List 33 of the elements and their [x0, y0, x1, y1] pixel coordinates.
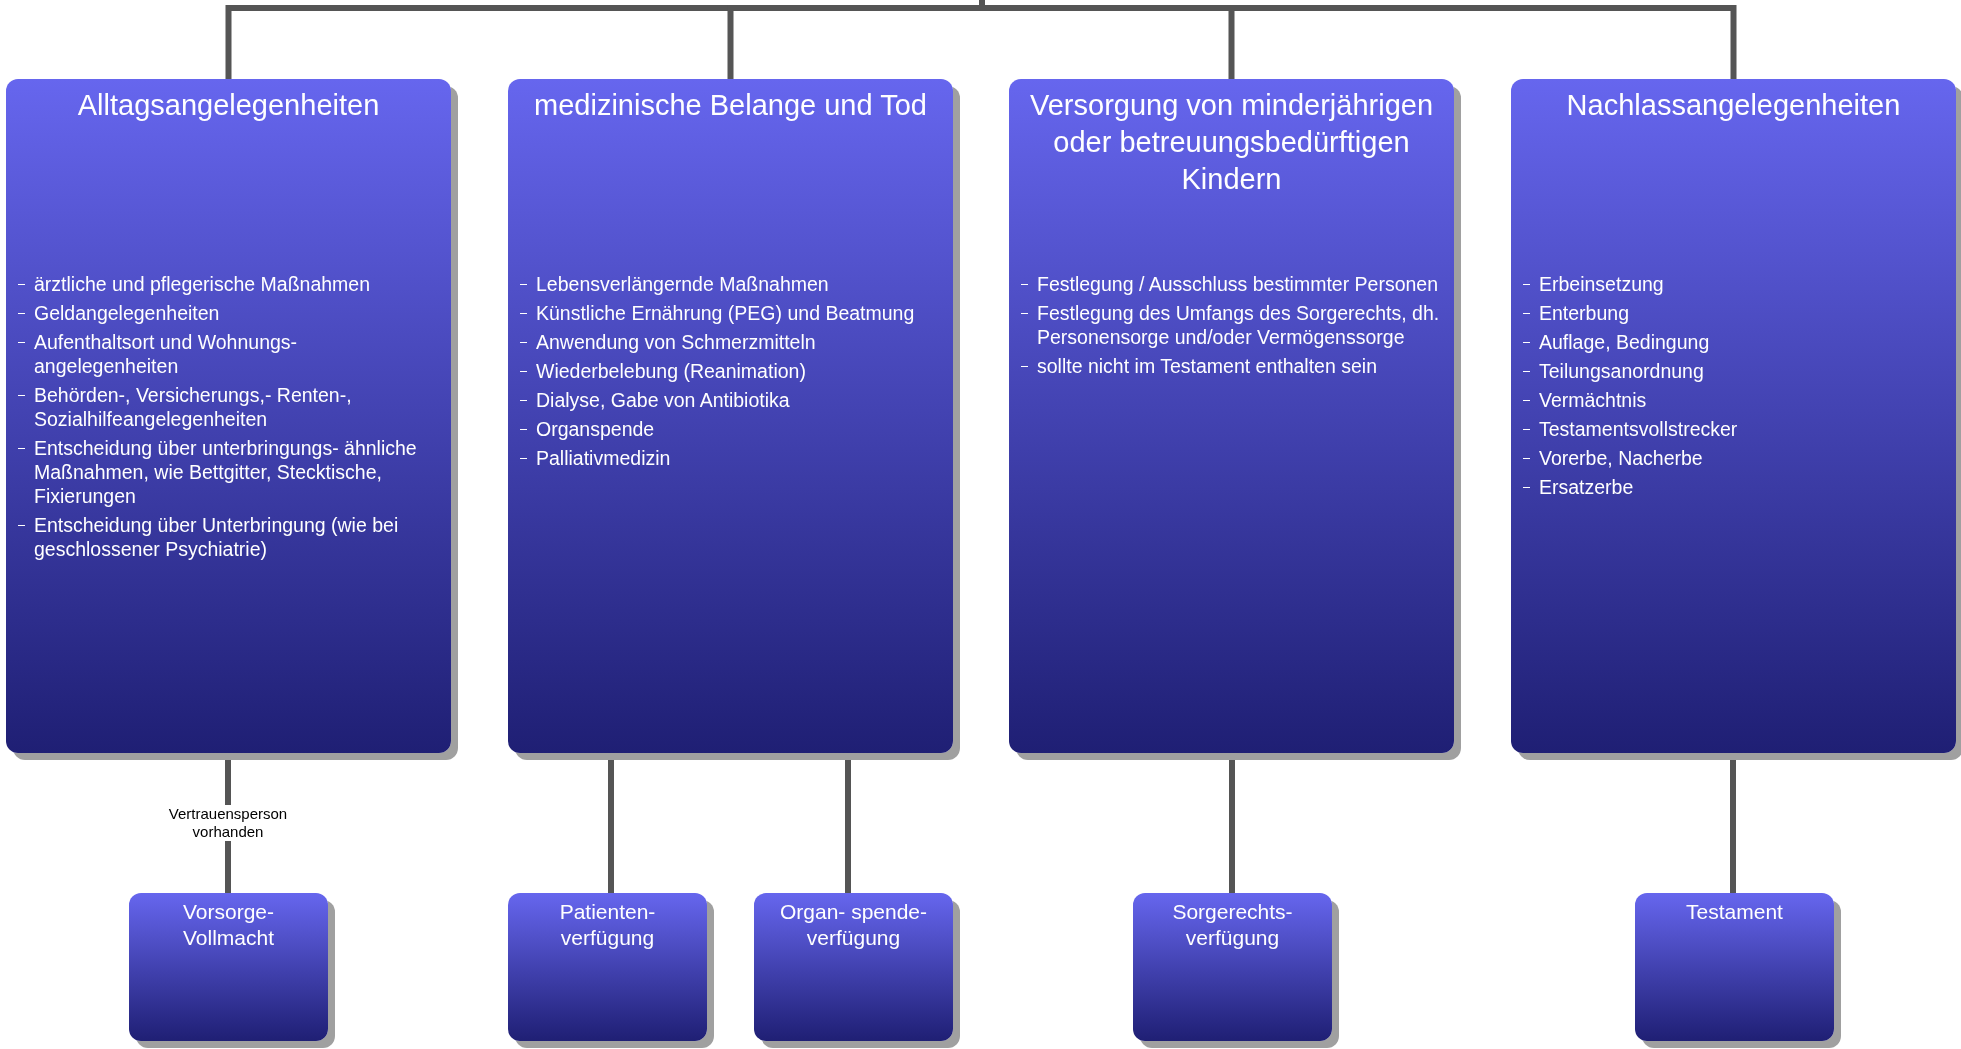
list-item-text: Aufenthaltsort und Wohnungs- angelegenheiten	[34, 331, 298, 377]
list-item-text: Lebensverlängernde Maßnahmen	[536, 273, 829, 295]
box-heading: Alltagsangelegenheiten	[76, 88, 381, 123]
box-heading: medizinische Belange und Tod	[533, 88, 928, 123]
box-heading: Vorsorge- Vollmacht	[181, 899, 275, 951]
list-item-text: Künstliche Ernährung (PEG) und Beatmung	[536, 302, 915, 324]
list-item-text: Dialyse, Gabe von Antibiotika	[536, 389, 790, 411]
list-item-text: Anwendung von Schmerzmitteln	[536, 331, 816, 353]
list-item-text: Behörden-, Versicherungs,- Renten-, Sozialhilfeangelegenheiten	[34, 384, 352, 430]
list-item-text: ärztliche und pflegerische Maßnahmen	[34, 273, 370, 295]
box-heading: Sorgerechts- verfügung	[1171, 899, 1294, 951]
list-item-text: Geldangelegenheiten	[34, 302, 220, 324]
box-heading: Nachlassangelegenheiten	[1565, 88, 1902, 123]
box-heading: Organ- spende- verfügung	[778, 899, 929, 951]
list-item-text: Auflage, Bedingung	[1539, 331, 1710, 353]
box-heading: Testament	[1685, 899, 1784, 925]
list-item-text: Enterbung	[1539, 302, 1629, 324]
list-item-text: Vorerbe, Nacherbe	[1539, 447, 1703, 469]
list-item-text: Ersatzerbe	[1539, 476, 1634, 498]
list-item-text: sollte nicht im Testament enthalten sein	[1037, 355, 1377, 377]
list-item-text: Organspende	[536, 418, 655, 440]
list-item-text: Palliativmedizin	[536, 447, 671, 469]
list-item-text: Festlegung / Ausschluss bestimmter Personen	[1037, 273, 1439, 295]
list-item-text: Entscheidung über Unterbringung (wie bei geschlossener Psychiatrie)	[34, 514, 399, 560]
list-item-text: Testamentsvollstrecker	[1539, 418, 1738, 440]
box-heading: Versorgung von minderjährigen oder betreuungsbedürftigen Kindern	[1029, 88, 1434, 197]
list-item-text: Vermächtnis	[1539, 389, 1647, 411]
list-item-text: Wiederbelebung (Reanimation)	[536, 360, 806, 382]
list-item-text: Teilungsanordnung	[1539, 360, 1704, 382]
connector-line	[979, 0, 1737, 79]
list-item-text: Entscheidung über unterbringungs- ähnliche Maßnahmen, wie Bettgitter, Stecktische, Fixierungen	[34, 437, 417, 507]
box-heading: Patienten- verfügung	[558, 899, 657, 951]
list-item-text: Erbeinsetzung	[1539, 273, 1664, 295]
